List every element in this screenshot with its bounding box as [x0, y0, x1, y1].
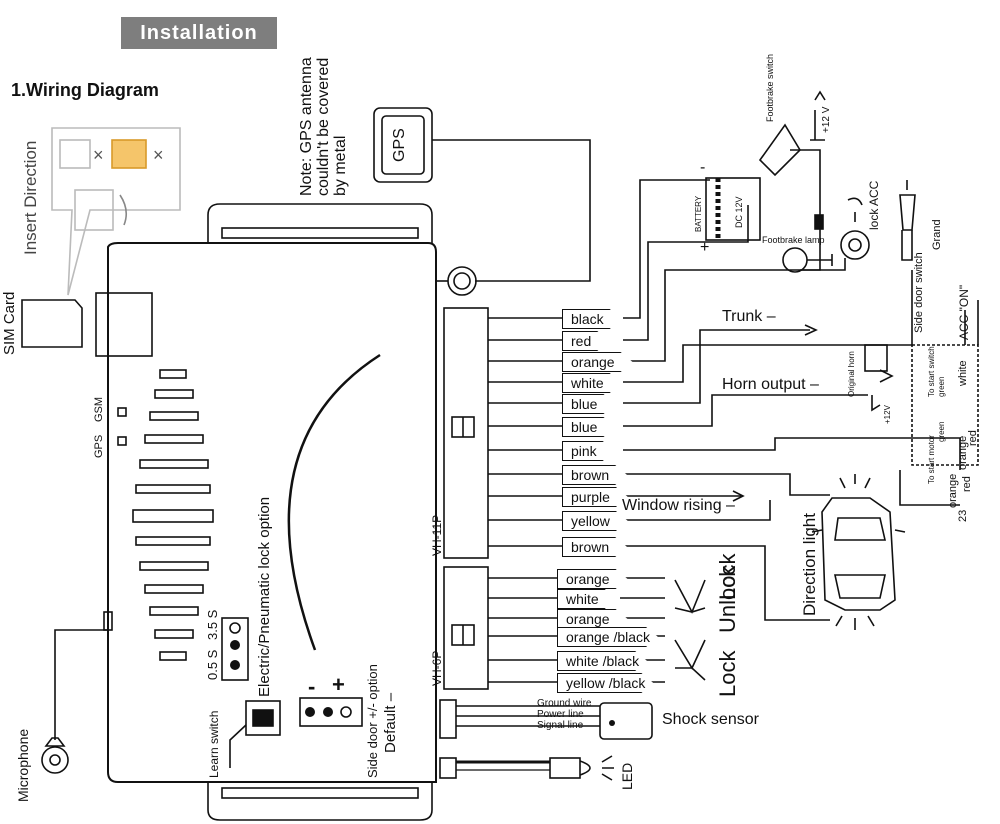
sim-card-label: SIM Card — [1, 291, 18, 355]
battery-minus: - — [700, 159, 706, 176]
wire-color-text: brown — [571, 539, 610, 555]
gps-led-label: GPS — [93, 434, 105, 458]
diagram-subtitle: 1.Wiring Diagram — [11, 80, 159, 100]
side-door-switch-label: Side door switch — [913, 252, 925, 333]
gps-antenna-label: GPS — [391, 128, 408, 162]
green-wire-label-2: green — [937, 421, 946, 442]
footbrake-switch-label: Footbrake switch — [765, 53, 775, 122]
polarity-plus: + — [332, 672, 345, 697]
wire-color-text: white — [566, 591, 599, 607]
sim-cross-1: × — [93, 145, 104, 165]
wire-color-text: brown — [571, 467, 610, 483]
red-wire-label: red — [967, 430, 979, 446]
insert-direction-label: Insert Direction — [21, 140, 40, 255]
original-horn-label: Original horn — [847, 351, 856, 397]
wire-label-6p: orange — [557, 609, 628, 629]
wire-label-6p: yellow /black — [557, 673, 653, 693]
relay-23-label: 23 — [957, 509, 969, 522]
wire-label-11p: yellow — [562, 511, 628, 531]
battery-label: BATTERY — [694, 195, 703, 232]
to-start-motor-label: To start motor — [927, 435, 936, 484]
white-wire-label: white — [957, 360, 969, 386]
sim-cross-2: × — [153, 145, 164, 165]
wire-color-text: yellow — [571, 513, 610, 529]
gsm-led-label: GSM — [93, 396, 105, 422]
footbrake-12v-label: +12 V — [821, 106, 832, 133]
side-door-option-label: Side door +/- option — [365, 664, 380, 778]
wire-label-11p: white — [562, 373, 622, 393]
power-line-label: Power line — [537, 709, 584, 720]
ground-wire-label: Ground wire — [537, 698, 592, 709]
section-title: Installation — [121, 17, 277, 49]
wire-label-6p: orange — [557, 569, 628, 589]
gps-note: Note: GPS antenna couldn't be covered by… — [298, 57, 349, 196]
led-label: LED — [619, 762, 635, 790]
horn-output-label: Horn output – — [722, 376, 819, 393]
red-wire-label-2: red — [961, 476, 973, 492]
battery-plus: + — [700, 239, 710, 256]
shock-sensor-label: Shock sensor — [662, 711, 759, 728]
default-label: Default – — [382, 692, 399, 753]
wire-color-text: orange /black — [566, 629, 651, 645]
wire-label-6p: white — [557, 589, 617, 609]
wire-label-6p: white /black — [557, 651, 647, 671]
wire-label-11p: pink — [562, 441, 615, 461]
polarity-minus: - — [308, 674, 316, 699]
wire-color-text: orange — [571, 354, 615, 370]
wire-label-11p: brown — [562, 537, 627, 557]
wire-label-11p: blue — [562, 394, 615, 414]
green-wire-label: green — [937, 376, 946, 397]
wire-label-11p: brown — [562, 465, 627, 485]
learn-switch-label: Learn switch — [207, 710, 221, 778]
wire-color-text: orange — [566, 611, 610, 627]
wire-color-text: black — [571, 311, 604, 327]
lock-label-2: Lock — [715, 650, 740, 697]
wire-label-11p: purple — [562, 487, 628, 507]
wire-color-text: pink — [571, 443, 597, 459]
footbrake-lamp-label: Footbrake lamp — [762, 235, 825, 245]
wire-label-11p: orange — [562, 352, 633, 372]
wire-color-text: blue — [571, 396, 598, 412]
wire-color-text: blue — [571, 419, 598, 435]
signal-line-label: Signal line — [537, 720, 584, 731]
lock-option-label: Electric/Pneumatic lock option — [256, 496, 273, 697]
acc-on-label: ACC "ON" — [957, 284, 971, 340]
timing-05s-label: 0.5 S — [205, 649, 220, 680]
window-rising-label: Window rising – — [622, 497, 735, 514]
wire-color-text: yellow /black — [566, 675, 646, 691]
wire-color-text: red — [571, 333, 592, 349]
timing-35s-label: 3.5 S — [205, 609, 220, 640]
connector-vh6p-label: VH-6P — [430, 650, 444, 686]
battery-dc12v-label: DC 12V — [734, 196, 744, 228]
direction-light-label: Direction light — [800, 513, 819, 616]
unlock-label: Unlock — [715, 565, 740, 633]
trunk-output-label: Trunk – — [722, 308, 776, 325]
wire-label-11p: black — [562, 309, 622, 329]
microphone-label: Microphone — [15, 728, 31, 802]
to-start-switch-label: To start switch — [927, 346, 936, 397]
wire-label-11p: blue — [562, 417, 615, 437]
wire-color-text: purple — [571, 489, 610, 505]
lock-acc-label: lock ACC — [867, 180, 881, 230]
orange-wire-label-2: orange — [947, 473, 959, 508]
wire-color-text: white — [571, 375, 604, 391]
grand-label: Grand — [931, 219, 943, 250]
wire-color-text: white /black — [566, 653, 640, 669]
wire-label-11p: red — [562, 331, 609, 351]
connector-vh11p-label: VH-11P — [430, 514, 444, 556]
wire-color-text: orange — [566, 571, 610, 587]
wire-label-6p: orange /black — [557, 627, 658, 647]
horn-12v-label: +12V — [883, 405, 892, 424]
